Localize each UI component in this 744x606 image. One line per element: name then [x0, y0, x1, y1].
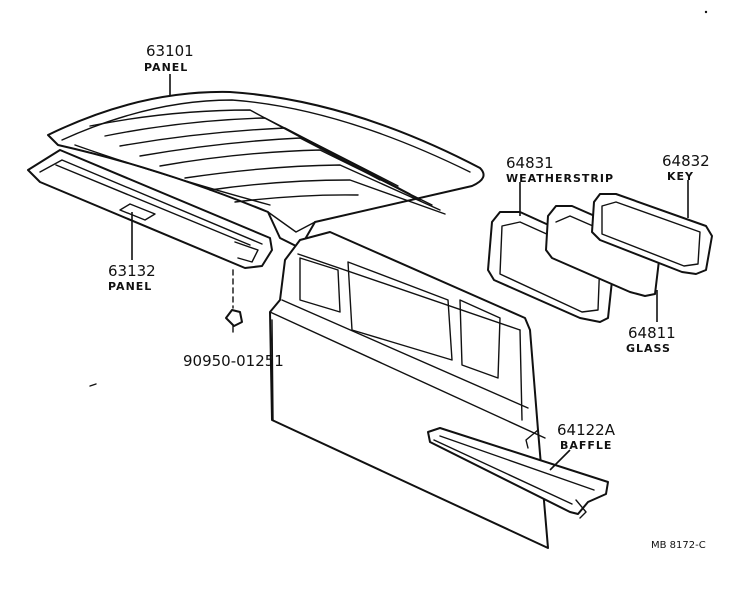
part-name-63132: PANEL — [108, 280, 152, 293]
part-name-64811: GLASS — [626, 342, 671, 355]
stray-dot — [704, 10, 708, 14]
part-name-63101: PANEL — [144, 61, 188, 74]
leader-lines — [131, 74, 689, 471]
stray-mark — [89, 383, 97, 387]
baffle-64122A — [427, 427, 609, 519]
part-name-64832: KEY — [667, 170, 694, 183]
part-name-64122A: BAFFLE — [560, 439, 612, 452]
key-64832 — [591, 193, 713, 275]
part-number-64811: 64811 — [628, 324, 676, 342]
front-panel-63132 — [27, 149, 273, 269]
weatherstrip-64831 — [487, 211, 615, 323]
part-number-64122A: 64122A — [557, 421, 616, 439]
part-number-64831: 64831 — [506, 154, 554, 172]
part-number-90950-01251: 90950-01251 — [183, 352, 284, 370]
part-number-64832: 64832 — [662, 152, 710, 170]
drawing-code: MB 8172-C — [651, 540, 706, 551]
cab-back-panel — [269, 231, 549, 549]
roof-panel-63101 — [47, 90, 485, 249]
part-name-64831: WEATHERSTRIP — [506, 172, 614, 185]
clip-90950-01251 — [225, 269, 243, 333]
part-number-63132: 63132 — [108, 262, 156, 280]
part-number-63101: 63101 — [146, 42, 194, 60]
